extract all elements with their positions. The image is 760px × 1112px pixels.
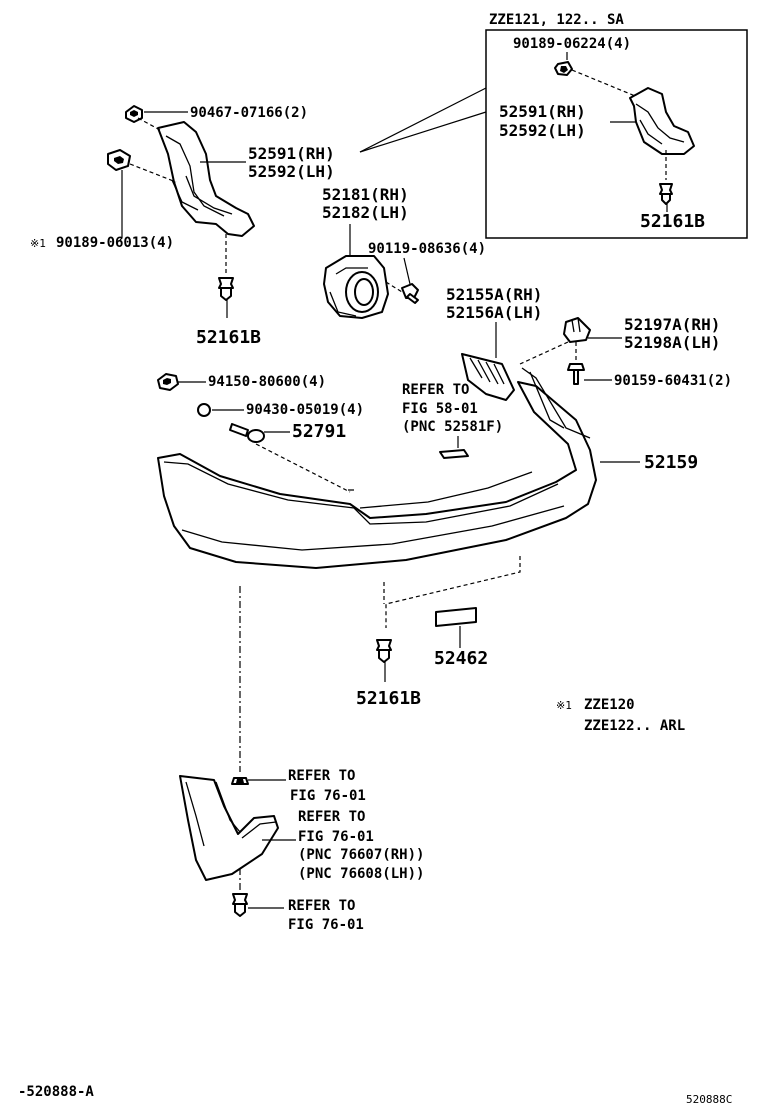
part-52181-rh: 52181(RH): [322, 185, 409, 204]
part-52592-lh: 52592(LH): [248, 162, 335, 181]
part-52591-rh: 52591(RH): [248, 144, 335, 163]
part-90189-06224: 90189-06224(4): [513, 36, 631, 52]
variant-inset: ZZE121, 122.. SA 90189-06224(4) 52591(RH…: [485, 12, 748, 239]
part-52161b-left: 52161B: [196, 327, 261, 348]
note1-mark: ※1: [556, 699, 572, 712]
ref-fig76c-line2: FIG 76-01: [288, 917, 364, 933]
ref-fig76a-line2: FIG 76-01: [290, 788, 366, 804]
ref-fig58-line1: REFER TO: [402, 382, 469, 398]
retainer-clip-icon: [659, 150, 673, 205]
mud-guard: [179, 775, 279, 881]
part-90119-08636: 90119-08636(4): [368, 241, 486, 257]
nut-icon: [157, 373, 179, 391]
part-52462: 52462: [434, 648, 488, 669]
bolt-icon: [567, 342, 585, 385]
part-52156a-lh: 52156A(LH): [446, 303, 542, 322]
bumper-support: [461, 353, 515, 401]
bumper-bracket: [563, 317, 591, 343]
ref-fig58-line2: FIG 58-01: [402, 401, 478, 417]
screw-icon: [554, 61, 573, 76]
ref-fig76c-line1: REFER TO: [288, 898, 355, 914]
part-52591-rh-inset: 52591(RH): [499, 102, 586, 121]
ref-fig58-line3: (PNC 52581F): [402, 419, 503, 435]
note-mark: ※1: [30, 237, 46, 250]
bolt-icon: [385, 281, 419, 304]
ref-fig76b-line2: FIG 76-01: [298, 829, 374, 845]
pad-icon: [435, 607, 477, 627]
washer-icon: [197, 403, 211, 417]
part-52791: 52791: [292, 421, 346, 442]
clip-icon: [231, 777, 249, 785]
retainer-clip-icon: [218, 234, 234, 301]
fender-liner-inset: [629, 87, 695, 155]
screw-icon: [125, 105, 143, 123]
ref-fig76a-line1: REFER TO: [288, 768, 355, 784]
part-52198a-lh: 52198A(LH): [624, 333, 720, 352]
ref-fig76b-line3: (PNC 76607(RH)): [298, 847, 424, 863]
part-52592-lh-inset: 52592(LH): [499, 121, 586, 140]
screw-icon: [232, 868, 248, 917]
part-52182-lh: 52182(LH): [322, 203, 409, 222]
note1-line1: ZZE120: [584, 697, 635, 713]
rear-bumper-cover: [157, 367, 597, 569]
variant-header: ZZE121, 122.. SA: [489, 12, 624, 28]
part-90159-60431: 90159-60431(2): [614, 373, 732, 389]
part-52161b-inset: 52161B: [640, 211, 705, 232]
part-52197a-rh: 52197A(RH): [624, 315, 720, 334]
ref-fig76b-line1: REFER TO: [298, 809, 365, 825]
part-94150-80600: 94150-80600(4): [208, 374, 326, 390]
footer-right-code: 520888C: [686, 1093, 732, 1106]
note1-line2: ZZE122.. ARL: [584, 718, 685, 734]
fog-lamp: [323, 255, 389, 319]
retainer-clip-icon: [376, 639, 392, 663]
footer-left-code: -520888-A: [18, 1084, 94, 1100]
part-90430-05019: 90430-05019(4): [246, 402, 364, 418]
fastener-icon: [229, 423, 265, 443]
part-90189-06013: 90189-06013(4): [56, 235, 174, 251]
part-90467-07166: 90467-07166(2): [190, 105, 308, 121]
fender-liner-left: [157, 121, 255, 237]
ref-fig76b-line4: (PNC 76608(LH)): [298, 866, 424, 882]
part-52155a-rh: 52155A(RH): [446, 285, 542, 304]
part-52159: 52159: [644, 452, 698, 473]
retainer-icon: [107, 149, 131, 171]
part-52161b-bottom: 52161B: [356, 688, 421, 709]
